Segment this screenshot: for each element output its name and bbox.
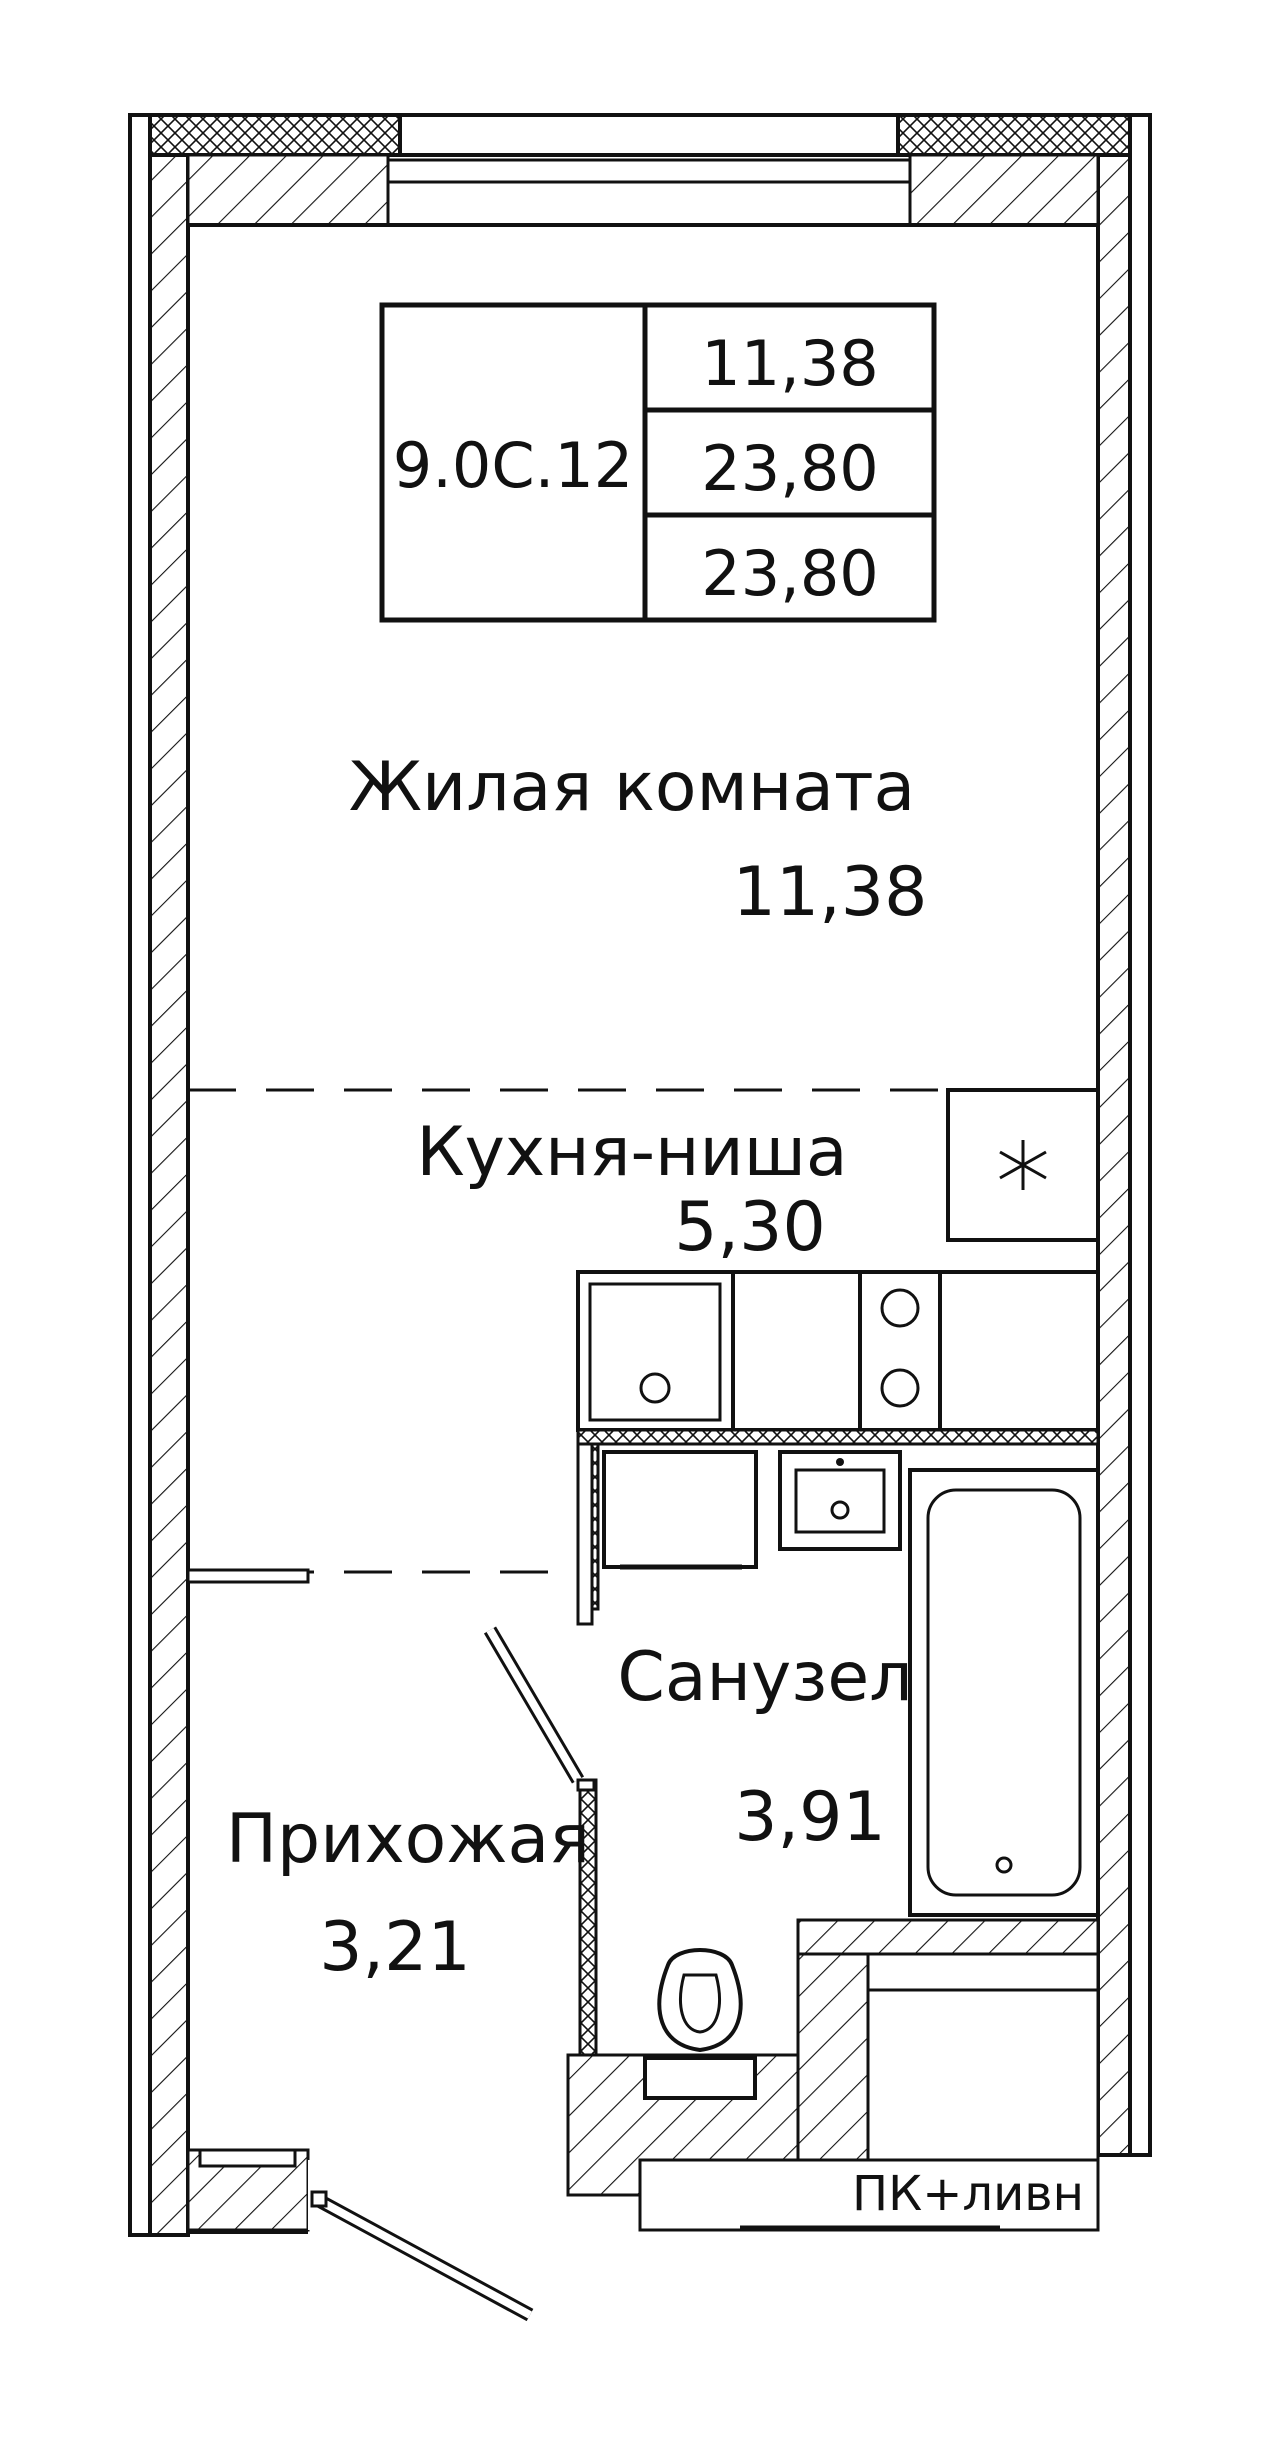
bathroom-door bbox=[483, 1626, 596, 1792]
stove-burner-top bbox=[880, 1288, 920, 1328]
top-window bbox=[398, 113, 900, 157]
ventilation-unit bbox=[946, 1088, 1100, 1242]
bathtub bbox=[908, 1468, 1100, 1917]
apartment-code: 9.0С.12 bbox=[393, 429, 634, 502]
kitchen-counter bbox=[576, 1270, 1100, 1432]
bathroom-area: 3,91 bbox=[734, 1778, 885, 1857]
kitchen-niche-name: Кухня-ниша bbox=[416, 1113, 847, 1192]
washing-machine bbox=[602, 1450, 758, 1570]
top-wall-right bbox=[896, 113, 1152, 157]
outer-walls bbox=[128, 113, 1152, 2237]
total-area-value: 23,80 bbox=[701, 432, 879, 505]
hallway-area: 3,21 bbox=[319, 1908, 470, 1987]
left-wall-outer bbox=[128, 113, 152, 2237]
top-wall-left bbox=[128, 113, 402, 157]
sink-cabinet bbox=[588, 1282, 722, 1422]
bathroom-name: Санузел bbox=[617, 1638, 912, 1717]
right-wall bbox=[1096, 153, 1132, 2157]
stove-burner-bottom bbox=[880, 1368, 920, 1408]
right-wall-outer bbox=[1128, 113, 1152, 2157]
living-area-value: 11,38 bbox=[701, 327, 879, 400]
apartment-info-box: 9.0С.12 11,38 23,80 23,80 bbox=[379, 302, 937, 623]
left-wall bbox=[148, 153, 190, 2237]
hallway-name: Прихожая bbox=[226, 1800, 590, 1879]
bathroom-walls bbox=[566, 1428, 1100, 2232]
entrance-door bbox=[310, 2190, 534, 2322]
living-room-name: Жилая комната bbox=[349, 748, 915, 827]
kitchen-niche-area: 5,30 bbox=[674, 1188, 825, 1267]
utility-label: ПК+ливн bbox=[852, 2166, 1084, 2222]
toilet bbox=[643, 1948, 757, 2100]
washbasin bbox=[778, 1450, 902, 1551]
asterisk-icon bbox=[999, 1140, 1047, 1190]
living-room-area: 11,38 bbox=[733, 853, 928, 932]
total-area-balcony-value: 23,80 bbox=[701, 537, 879, 610]
